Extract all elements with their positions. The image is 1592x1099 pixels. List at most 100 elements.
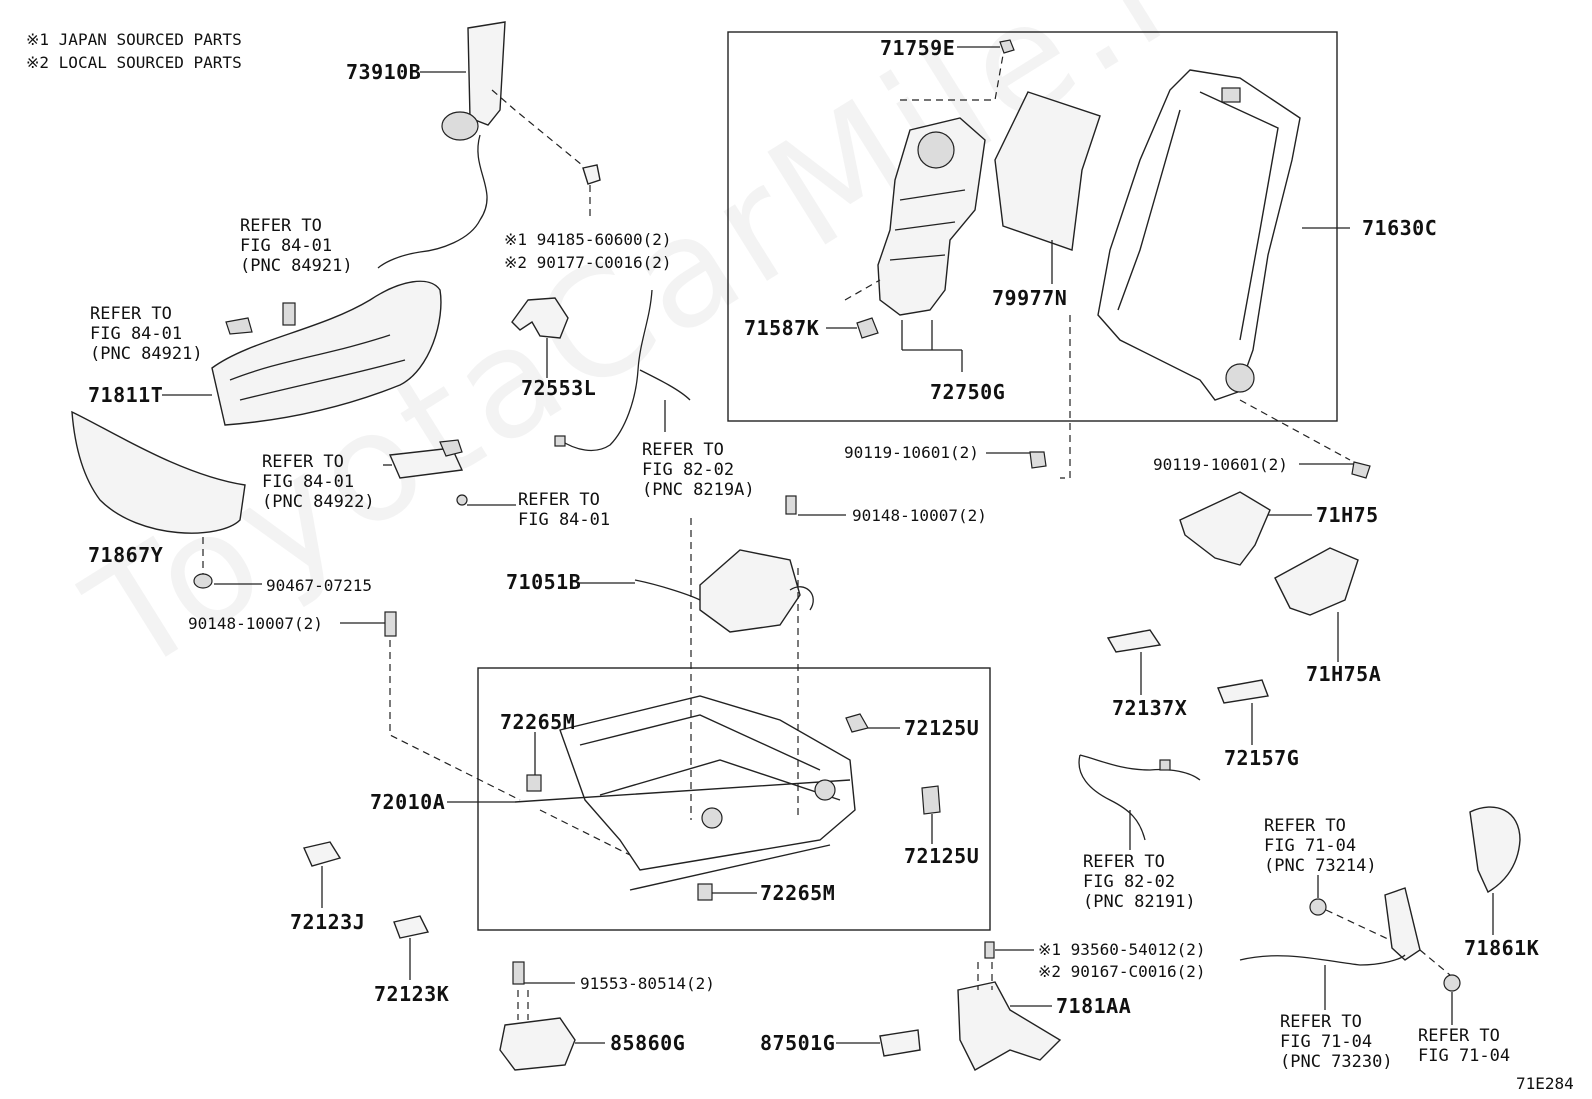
clip-piece-84921a (282, 302, 296, 326)
screw-84-01 (456, 494, 516, 506)
refer-block-73230: REFER TO FIG 71-04 (PNC 73230) (1280, 1012, 1393, 1072)
refer-line: REFER TO (1083, 852, 1165, 872)
refer-block-71-04: REFER TO FIG 71-04 (1418, 1026, 1510, 1066)
refer-line: FIG 71-04 (1264, 836, 1357, 856)
refer-line: (PNC 82191) (1083, 892, 1196, 912)
side-airbag-73910b (377, 21, 583, 269)
bolt-90148-top (785, 495, 846, 516)
refer-line: FIG 84-01 (90, 324, 183, 344)
refer-line: REFER TO (642, 440, 724, 460)
part-72157g: 72157G (1224, 746, 1300, 770)
part-71867y: 71867Y (88, 543, 164, 567)
part-71h75: 71H75 (1316, 503, 1379, 527)
part-72125u-bottom: 72125U (904, 844, 980, 868)
refer-line: (PNC 73214) (1264, 856, 1377, 876)
refer-line: REFER TO (1418, 1026, 1500, 1046)
part-72125u-top: 72125U (904, 716, 980, 740)
clip-72123k (393, 915, 430, 980)
refer-block-84921-b: REFER TO FIG 84-01 (PNC 84921) (90, 304, 203, 364)
cover-72157g (1217, 679, 1269, 745)
part-72265m-bottom: 72265M (760, 881, 836, 905)
refer-line: FIG 82-02 (642, 460, 735, 480)
cover-71h75 (1179, 491, 1312, 566)
fastener-90177: ※2 90177-C0016(2) (504, 253, 672, 272)
fastener-90148-left: 90148-10007(2) (188, 614, 323, 633)
part-71h75a: 71H75A (1306, 662, 1382, 686)
clip-piece-84921b (225, 317, 253, 335)
nut-71759e (957, 39, 1015, 54)
refer-line: REFER TO (240, 216, 322, 236)
note-japan: ※1 JAPAN SOURCED PARTS (26, 30, 242, 49)
clip-72123j (303, 841, 342, 908)
part-7181aa: 7181AA (1056, 994, 1132, 1018)
part-72265m-top: 72265M (500, 710, 576, 734)
wire-harness-8219a (554, 289, 691, 452)
part-72123k: 72123K (374, 982, 450, 1006)
bolt-90119-left (986, 451, 1047, 469)
clip-94185 (582, 164, 601, 220)
fastener-90119-right: 90119-10601(2) (1153, 455, 1288, 474)
seatback-group-box (727, 31, 1338, 422)
cover-71h75a (1274, 547, 1359, 662)
part-72137x: 72137X (1112, 696, 1188, 720)
refer-line: REFER TO (1264, 816, 1346, 836)
refer-line: (PNC 73230) (1280, 1052, 1393, 1072)
refer-block-84-01: REFER TO FIG 84-01 (518, 490, 610, 530)
wire-harness-82191 (1078, 754, 1201, 850)
part-72010a: 72010A (370, 790, 446, 814)
module-84922 (383, 439, 464, 479)
bracket-72125u-bottom (921, 785, 941, 844)
bracket-72265m-bottom (697, 883, 757, 901)
refer-line: (PNC 84921) (90, 344, 203, 364)
part-71759e: 71759E (880, 36, 956, 60)
refer-line: (PNC 84921) (240, 256, 353, 276)
power-seat-motor-71051b (579, 518, 814, 820)
cushion-cover-71811t (162, 280, 442, 426)
seatbelt-buckle-73230 (1239, 875, 1461, 1025)
refer-line: (PNC 84922) (262, 492, 375, 512)
bracket-72553l (511, 297, 569, 378)
module-85860g (499, 1017, 605, 1071)
bolt-91553 (512, 961, 575, 1020)
refer-line: (PNC 8219A) (642, 480, 755, 500)
refer-line: FIG 84-01 (518, 510, 611, 530)
refer-block-82191: REFER TO FIG 82-02 (PNC 82191) (1083, 852, 1196, 912)
part-71587k: 71587K (744, 316, 820, 340)
bolt-90119-right (1299, 461, 1371, 479)
refer-line: FIG 71-04 (1280, 1032, 1373, 1052)
refer-line: FIG 84-01 (240, 236, 333, 256)
bracket-72265m-top (526, 732, 542, 792)
front-panel-71867y (71, 410, 262, 589)
figure-id: 71E284 (1516, 1074, 1574, 1093)
clip-71587k (826, 317, 879, 339)
part-73910b: 73910B (346, 60, 422, 84)
bolt-90148-left (340, 611, 521, 801)
sensor-87501g (836, 1029, 921, 1057)
seat-track-group-box (477, 667, 991, 931)
note-local: ※2 LOCAL SOURCED PARTS (26, 53, 242, 72)
refer-block-73214: REFER TO FIG 71-04 (PNC 73214) (1264, 816, 1377, 876)
part-72750g: 72750G (930, 380, 1006, 404)
part-71630c: 71630C (1362, 216, 1438, 240)
refer-line: REFER TO (518, 490, 600, 510)
refer-line: REFER TO (262, 452, 344, 472)
cover-71861k (1469, 806, 1521, 935)
bracket-7181aa (957, 941, 1062, 1071)
refer-block-84921-a: REFER TO FIG 84-01 (PNC 84921) (240, 216, 353, 276)
fastener-90119-left: 90119-10601(2) (844, 443, 979, 462)
refer-line: REFER TO (1280, 1012, 1362, 1032)
refer-line: FIG 71-04 (1418, 1046, 1511, 1066)
cover-72137x (1106, 629, 1162, 695)
refer-line: REFER TO (90, 304, 172, 324)
fastener-90167: ※2 90167-C0016(2) (1038, 962, 1206, 981)
part-72123j: 72123J (290, 910, 366, 934)
refer-block-8219a: REFER TO FIG 82-02 (PNC 8219A) (642, 440, 755, 500)
seatback-frame-71630c (1060, 69, 1351, 479)
part-71051b: 71051B (506, 570, 582, 594)
bracket-72125u-top (845, 713, 900, 733)
fastener-90148-top: 90148-10007(2) (852, 506, 987, 525)
part-79977n: 79977N (992, 286, 1068, 310)
refer-line: FIG 84-01 (262, 472, 355, 492)
fastener-94185: ※1 94185-60600(2) (504, 230, 672, 249)
part-71861k: 71861K (1464, 936, 1540, 960)
